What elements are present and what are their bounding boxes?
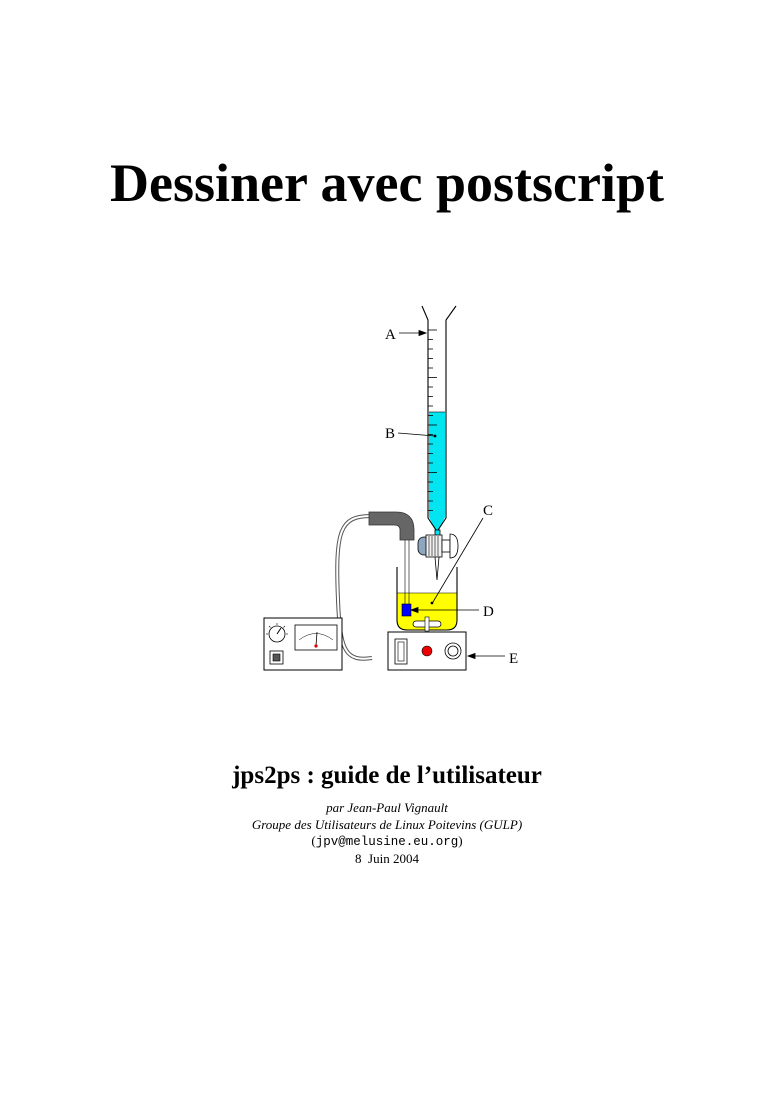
magnetic-stirrer-icon bbox=[387, 631, 467, 671]
burette-icon bbox=[421, 305, 457, 543]
beaker-icon bbox=[396, 567, 458, 632]
indicator-light bbox=[421, 645, 433, 657]
stopcock-icon bbox=[417, 533, 459, 581]
label-b: B bbox=[385, 426, 395, 442]
affiliation: Groupe des Utilisateurs de Linux Poitevi… bbox=[251, 816, 523, 832]
author-line: par Jean-Paul Vignault bbox=[326, 800, 448, 815]
document-title: Dessiner avec postscript bbox=[110, 153, 664, 213]
electrode-tip bbox=[401, 603, 412, 617]
label-a: A bbox=[385, 327, 396, 343]
electrode-icon bbox=[401, 537, 412, 617]
author-block: par Jean-Paul Vignault Groupe des Utilis… bbox=[0, 800, 774, 867]
label-d: D bbox=[483, 604, 494, 620]
email-link[interactable]: jpv@melusine.eu.org bbox=[315, 835, 459, 849]
ph-meter-icon bbox=[263, 617, 343, 671]
cable-icon bbox=[335, 511, 415, 661]
email-open-paren: ( bbox=[311, 833, 316, 848]
label-c: C bbox=[483, 503, 493, 519]
document-date: 8 Juin 2004 bbox=[355, 850, 419, 866]
email-close-paren: ) bbox=[458, 833, 463, 848]
burette-liquid bbox=[429, 412, 445, 530]
beaker-liquid bbox=[397, 593, 457, 630]
label-e: E bbox=[509, 651, 518, 667]
email-line: (jpv@melusine.eu.org) bbox=[0, 833, 774, 851]
document-subtitle: jps2ps : guide de l’utilisateur bbox=[232, 762, 542, 789]
